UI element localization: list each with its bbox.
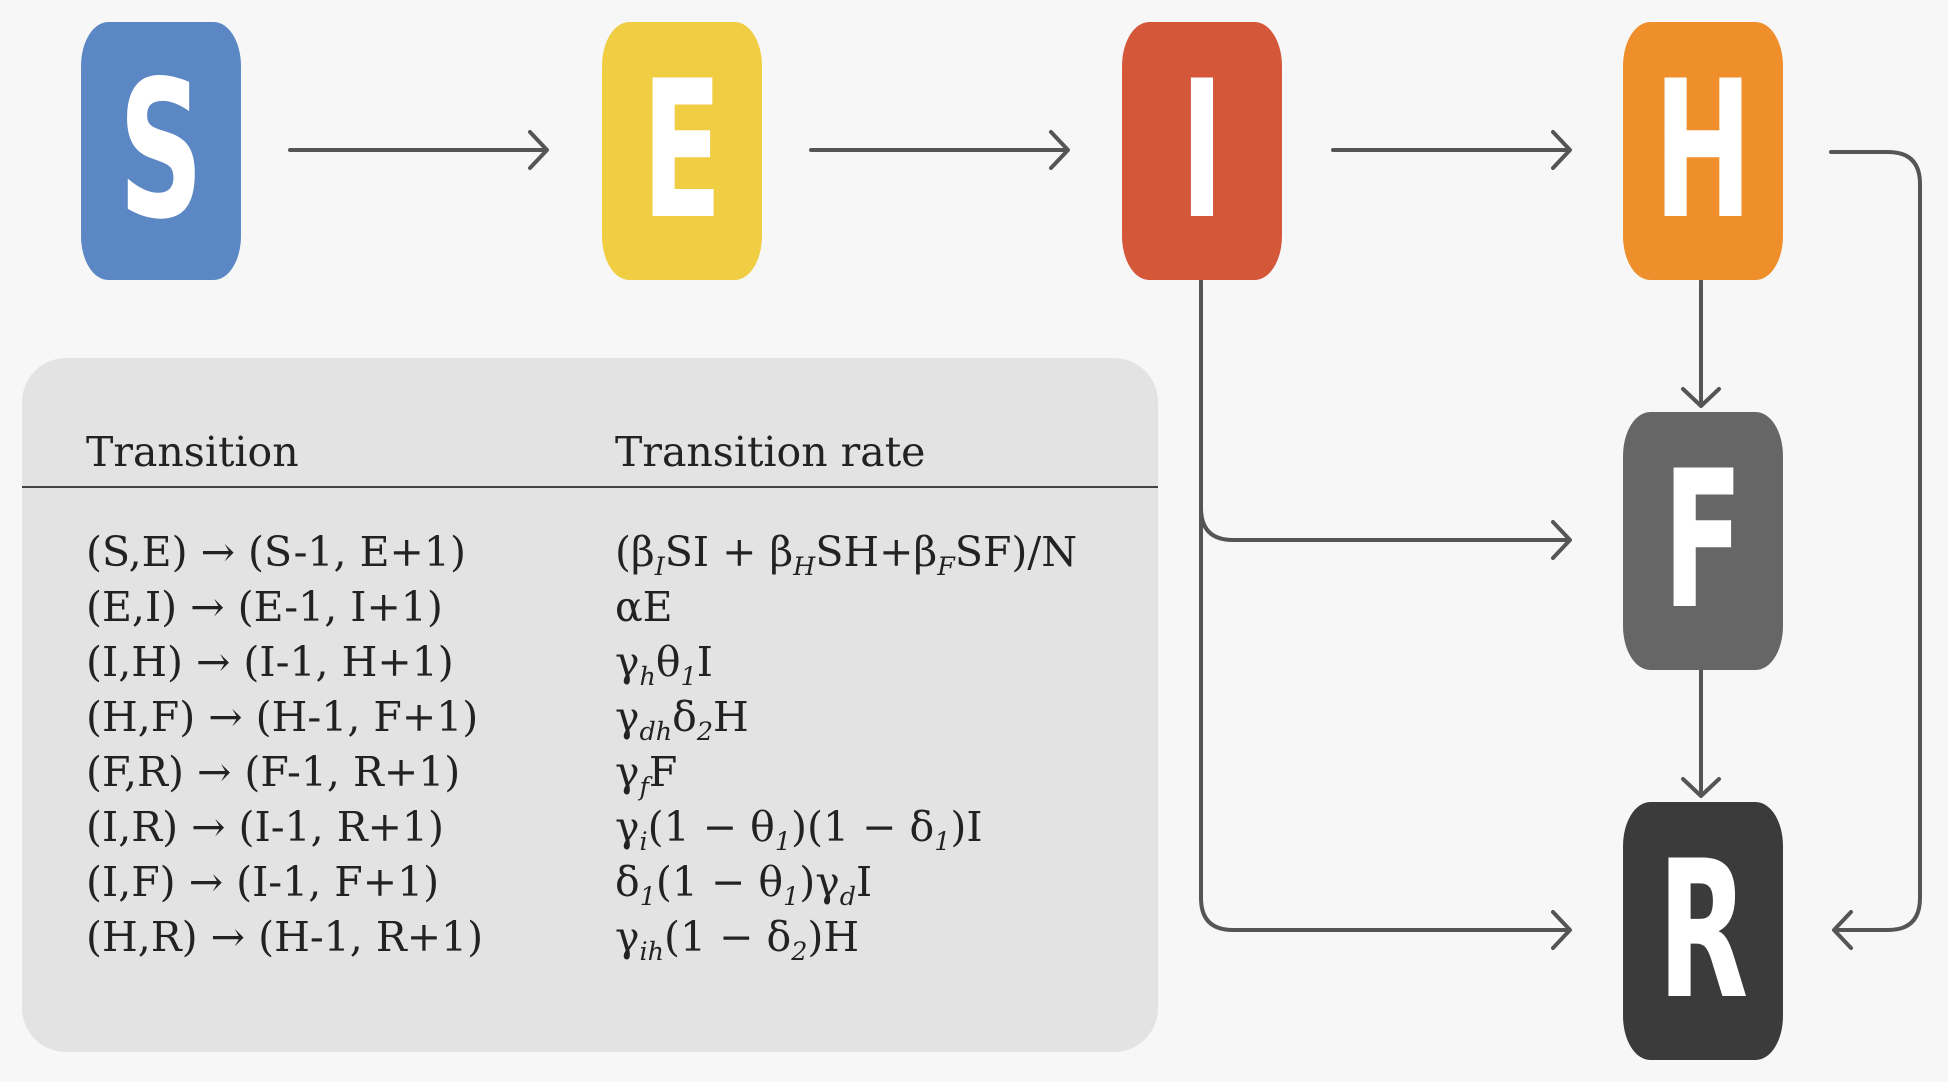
compartment-e: E <box>602 22 762 280</box>
table-row: (E,I) → (E-1, I+1) αE <box>22 583 1158 638</box>
table-header: Transition Transition rate <box>22 428 1158 488</box>
rate-cell: (βISI + βHSH+βFSF)/N <box>615 528 1078 582</box>
rate-cell: δ1(1 − θ1)γdI <box>615 858 873 912</box>
transition-cell: (I,R) → (I-1, R+1) <box>86 803 445 851</box>
transition-cell: (S,E) → (S-1, E+1) <box>86 528 466 576</box>
transition-cell: (H,F) → (H-1, F+1) <box>86 693 479 741</box>
transition-cell: (I,F) → (I-1, F+1) <box>86 858 440 906</box>
arrow-i-to-h <box>1331 130 1572 170</box>
table-row: (I,F) → (I-1, F+1) δ1(1 − θ1)γdI <box>22 858 1158 913</box>
compartment-s: S <box>81 22 241 280</box>
table-row: (H,R) → (H-1, R+1) γih(1 − δ2)H <box>22 913 1158 968</box>
header-transition-rate: Transition rate <box>615 428 926 476</box>
arrow-f-to-r <box>1681 668 1721 798</box>
rate-cell: αE <box>615 583 673 631</box>
table-row: (I,R) → (I-1, R+1) γi(1 − θ1)(1 − δ1)I <box>22 803 1158 858</box>
table-row: (H,F) → (H-1, F+1) γdhδ2H <box>22 693 1158 748</box>
table-row: (F,R) → (F-1, R+1) γfF <box>22 748 1158 803</box>
header-transition: Transition <box>86 428 299 476</box>
rate-cell: γi(1 − θ1)(1 − δ1)I <box>615 803 983 857</box>
compartment-f: F <box>1623 412 1783 670</box>
transition-table: Transition Transition rate (S,E) → (S-1,… <box>22 358 1158 1052</box>
table-row: (I,H) → (I-1, H+1) γhθ1I <box>22 638 1158 693</box>
compartment-r: R <box>1623 802 1783 1060</box>
arrow-i-to-r <box>1199 506 1572 950</box>
transition-cell: (E,I) → (E-1, I+1) <box>86 583 443 631</box>
arrow-e-to-i <box>809 130 1070 170</box>
arrow-i-to-f <box>1199 279 1572 560</box>
rate-cell: γfF <box>615 748 678 802</box>
transition-cell: (F,R) → (F-1, R+1) <box>86 748 461 796</box>
transition-cell: (I,H) → (I-1, H+1) <box>86 638 454 686</box>
compartment-h: H <box>1623 22 1783 280</box>
rate-cell: γhθ1I <box>615 638 713 692</box>
arrow-s-to-e <box>288 130 549 170</box>
compartment-i: I <box>1122 22 1282 280</box>
arrow-h-to-r <box>1829 150 1922 950</box>
rate-cell: γih(1 − δ2)H <box>615 913 860 967</box>
transition-cell: (H,R) → (H-1, R+1) <box>86 913 484 961</box>
table-row: (S,E) → (S-1, E+1) (βISI + βHSH+βFSF)/N <box>22 528 1158 583</box>
table-rows: (S,E) → (S-1, E+1)(βISI + βHSH+βFSF)/N(E… <box>22 528 1158 968</box>
rate-cell: γdhδ2H <box>615 693 749 747</box>
arrow-h-to-f <box>1681 279 1721 408</box>
